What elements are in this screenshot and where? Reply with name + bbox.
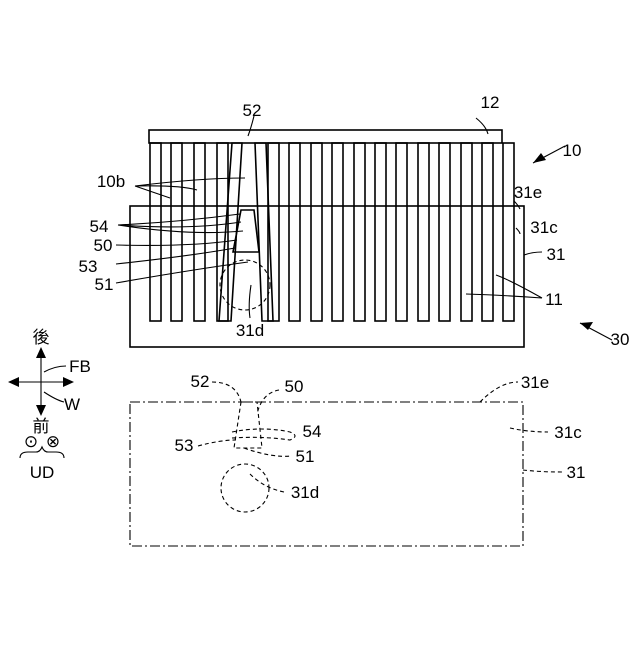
leader-b53	[198, 440, 236, 446]
rear-arrowhead	[36, 347, 46, 358]
label-ud: UD	[30, 463, 55, 482]
label-b31d: 31d	[291, 483, 319, 502]
leader-b31	[523, 470, 562, 472]
leader-b31d	[250, 474, 284, 492]
label-b31e: 31e	[521, 373, 549, 392]
leader-31e	[514, 201, 520, 209]
leader-b54	[232, 429, 295, 440]
fin-6	[289, 143, 300, 321]
slanted-fin-2	[255, 143, 273, 321]
leader-12	[476, 118, 488, 134]
base-outline-31	[130, 402, 523, 546]
leader-31d	[249, 285, 251, 318]
recess-outline-31d	[221, 464, 269, 512]
top-view: 12 10 52 10b 54 50 53 51 31e 31c 31 11 3…	[79, 93, 630, 349]
label-b54: 54	[303, 422, 322, 441]
label-12: 12	[481, 93, 500, 112]
front-arrowhead	[36, 405, 46, 416]
label-rear: 後	[33, 328, 50, 347]
fin-10	[375, 143, 386, 321]
leader-50	[116, 240, 237, 245]
label-10: 10	[563, 141, 582, 160]
label-52: 52	[243, 101, 262, 120]
label-30: 30	[611, 330, 630, 349]
label-51: 51	[95, 275, 114, 294]
label-31c: 31c	[530, 218, 558, 237]
leader-w	[44, 392, 64, 402]
label-b31: 31	[567, 463, 586, 482]
label-b53: 53	[175, 436, 194, 455]
label-50: 50	[94, 236, 113, 255]
leader-b31e	[480, 382, 518, 402]
arrow-10-head	[533, 153, 546, 163]
label-31e: 31e	[514, 183, 542, 202]
label-b31c: 31c	[554, 423, 582, 442]
fin-7	[311, 143, 322, 321]
label-fb: FB	[69, 357, 91, 376]
label-10b: 10b	[97, 172, 125, 191]
label-w: W	[64, 395, 80, 414]
fin-1	[150, 143, 161, 321]
label-b51: 51	[296, 447, 315, 466]
leader-b31c	[510, 428, 548, 432]
dot-symbol: ⊙	[24, 432, 38, 451]
fin-9	[354, 143, 365, 321]
leader-b51	[244, 448, 292, 456]
leader-31c	[516, 228, 520, 234]
label-31: 31	[547, 245, 566, 264]
leader-b52	[212, 382, 241, 402]
label-b52: 52	[191, 372, 210, 391]
label-b50: 50	[285, 377, 304, 396]
label-54: 54	[90, 217, 109, 236]
fin-8	[332, 143, 343, 321]
component-outline-50	[234, 402, 262, 448]
leader-fb	[44, 366, 66, 372]
leader-54	[118, 214, 243, 233]
label-53: 53	[79, 257, 98, 276]
fin-13	[439, 143, 450, 321]
bottom-view: 52 50 54 53 51 31d 31e 31c 31	[130, 372, 585, 546]
cover-plate-12	[149, 130, 502, 143]
leader-31	[524, 252, 542, 255]
right-arrowhead	[63, 377, 74, 387]
fin-12	[418, 143, 429, 321]
axes-legend: 後 前 FB W ⊙ ⊗ UD	[8, 328, 91, 482]
leader-11	[466, 275, 542, 298]
left-arrowhead	[8, 377, 19, 387]
label-11: 11	[545, 290, 563, 309]
label-31d: 31d	[236, 321, 264, 340]
cross-symbol: ⊗	[46, 432, 60, 451]
fin-16	[503, 143, 514, 321]
fin-11	[396, 143, 407, 321]
